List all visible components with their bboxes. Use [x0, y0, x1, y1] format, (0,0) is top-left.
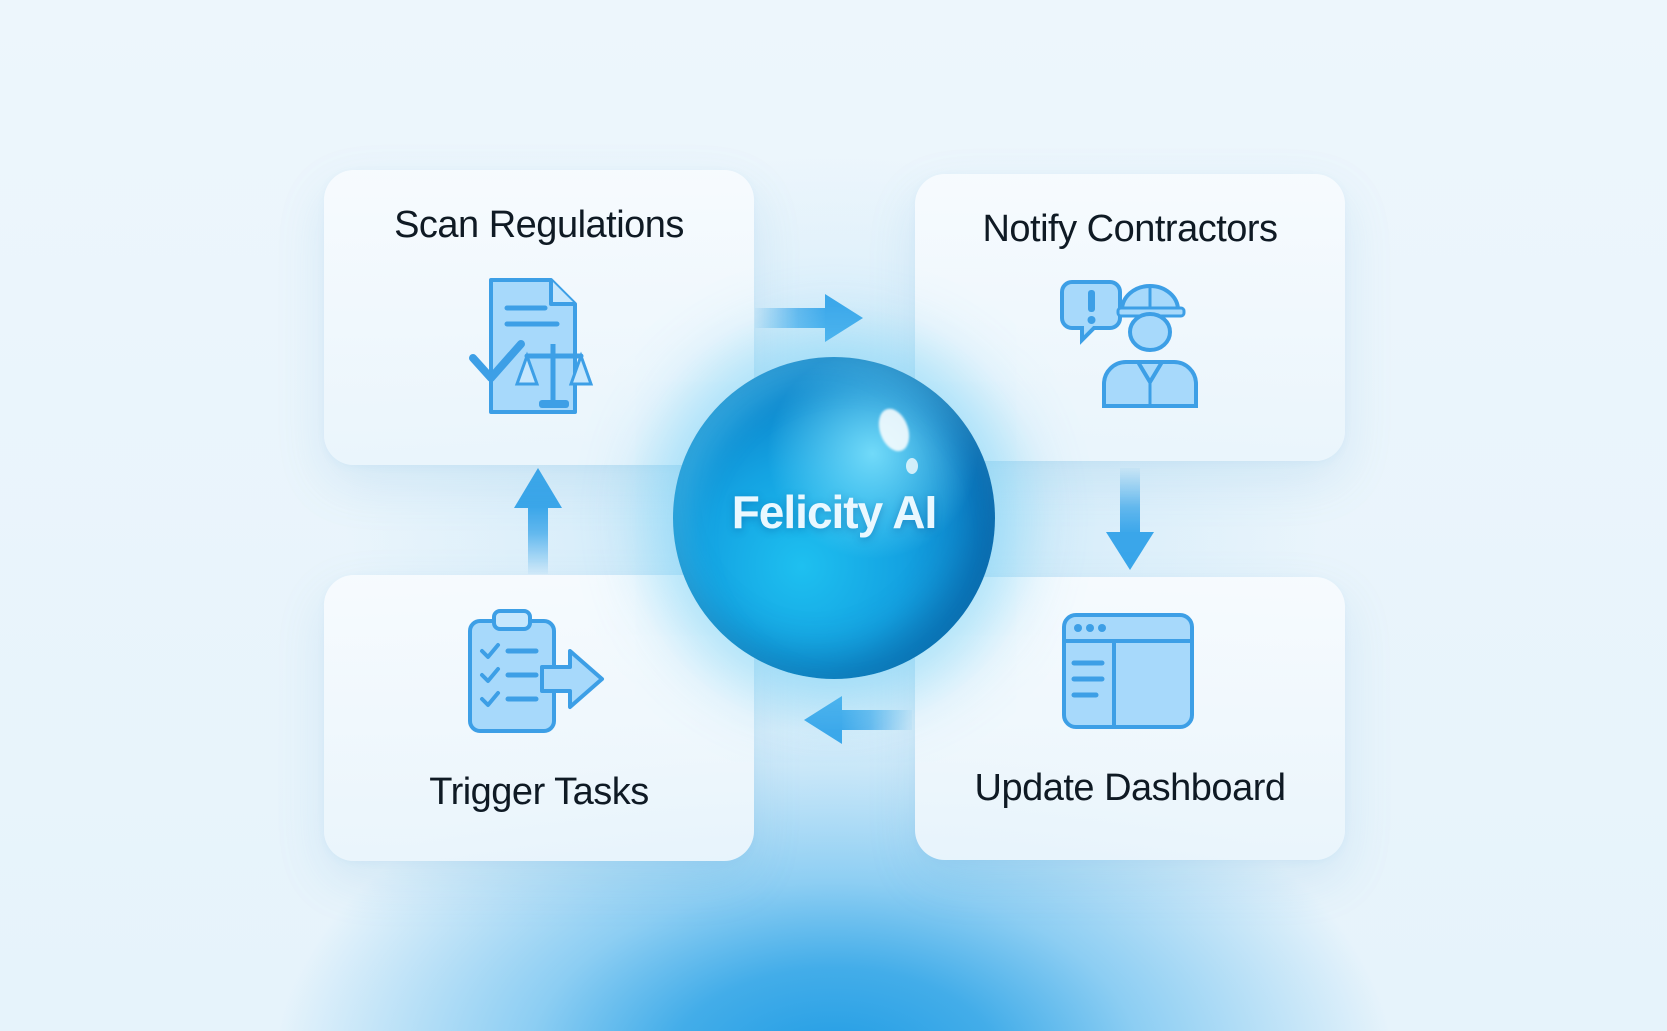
- worker-alert-icon: [1060, 280, 1198, 408]
- orb-highlight-small: [906, 458, 918, 474]
- clipboard-arrow-icon: [468, 609, 604, 733]
- card-title: Trigger Tasks: [429, 771, 649, 813]
- arrow-notify-to-dashboard: [1106, 468, 1154, 570]
- card-title: Notify Contractors: [982, 208, 1278, 250]
- browser-window-icon: [1062, 613, 1194, 729]
- card-title: Update Dashboard: [974, 767, 1287, 809]
- card-title: Scan Regulations: [394, 204, 684, 246]
- card-update-dashboard: Update Dashboard: [915, 577, 1345, 860]
- felicity-ai-orb: [673, 357, 995, 679]
- document-scale-icon: [469, 278, 594, 414]
- arrow-trigger-to-scan: [514, 468, 562, 574]
- center-label: Felicity AI: [731, 486, 938, 538]
- card-trigger-tasks: Trigger Tasks: [324, 575, 754, 861]
